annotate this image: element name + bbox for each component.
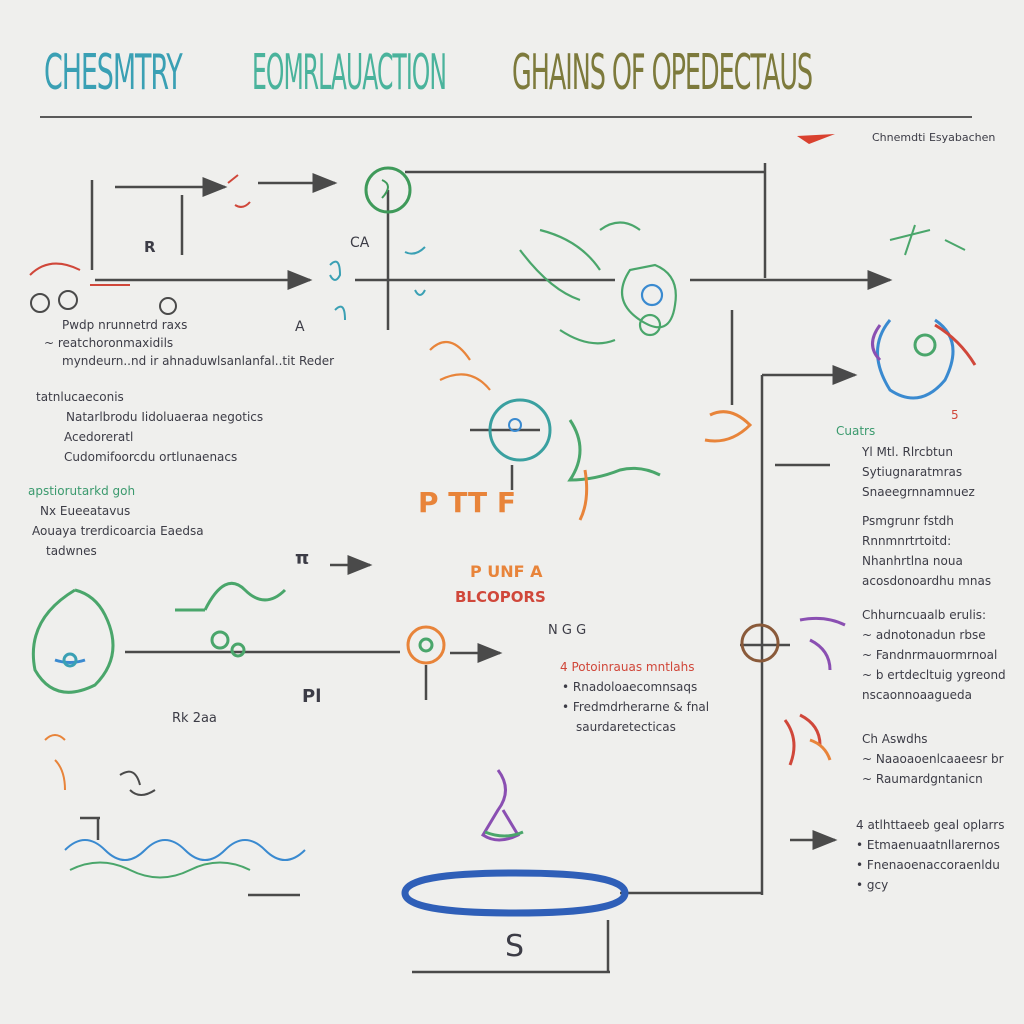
right-note-line: • gcy bbox=[856, 878, 889, 892]
molecule-orange bbox=[704, 410, 753, 443]
left-note-line: Cudomifoorcdu ortlunaenacs bbox=[64, 450, 238, 464]
connector-lines bbox=[80, 163, 893, 974]
right-note-line: Nhanhrtlna noua bbox=[862, 554, 963, 568]
right-note-line: Sytiugnaratmras bbox=[862, 465, 963, 479]
center-bottom-tag: Pl bbox=[302, 686, 322, 707]
title-divider bbox=[40, 116, 972, 118]
right-note-line: • Etmaenuaatnllarernos bbox=[856, 838, 1000, 852]
molecule-red-cluster bbox=[783, 713, 832, 766]
right-notes-block4: Ch Aswdhs ~ Naaoaoenlcaaeesr br ~ Raumar… bbox=[862, 732, 1004, 786]
right-note-line: ~ b ertdecltuig ygreond bbox=[862, 668, 1006, 682]
left-notes-block2: tatnlucaeconis Natarlbrodu Iidoluaeraa n… bbox=[28, 390, 263, 464]
left-note-line: myndeurn..nd ir ahnaduwlsanlanfal..tit R… bbox=[62, 354, 335, 368]
center-notes-block: 4 Potoinrauas mntlahs • Rnadoloaecomnsaq… bbox=[560, 660, 709, 734]
label-ca: CA bbox=[350, 235, 370, 251]
right-note-line: Psmgrunr fstdh bbox=[862, 514, 954, 528]
right-note-line: Ch Aswdhs bbox=[862, 732, 928, 746]
right-note-line: ~ Raumardgntanicn bbox=[862, 772, 983, 786]
molecule-right bbox=[871, 224, 977, 400]
label-a: A bbox=[295, 319, 305, 335]
right-note-line: ~ Naaoaoenlcaaeesr br bbox=[862, 752, 1004, 766]
title-part-b: EOMRLAUACTION bbox=[252, 44, 447, 101]
molecule-cluster-top bbox=[429, 221, 677, 391]
center-note-line: saurdaretecticas bbox=[576, 720, 676, 734]
right-note-line: ~ Fandnrmauormrnoal bbox=[862, 648, 998, 662]
right-note-line: ~ adnotonadun rbse bbox=[862, 628, 986, 642]
left-note-line: Pwdp nrunnetrd raxs bbox=[62, 318, 188, 332]
left-note-line: Aouaya trerdicoarcia Eaedsa bbox=[32, 524, 204, 538]
molecule-flask bbox=[480, 769, 524, 842]
molecule-left bbox=[31, 588, 115, 694]
center-orange-label-1: P TT F bbox=[418, 486, 516, 519]
left-note-line: tadwnes bbox=[46, 544, 97, 558]
right-note-line: acosdonoardhu mnas bbox=[862, 574, 992, 588]
right-notes-block5: 4 atlhttaeeb geal oplarrs • Etmaenuaatnl… bbox=[856, 818, 1004, 892]
title-part-a: CHESMTRY bbox=[44, 44, 183, 101]
left-note-line: ~ reatchoronmaxidils bbox=[44, 336, 174, 350]
apparatus-top-left bbox=[29, 174, 251, 315]
molecule-teal-digits bbox=[329, 246, 426, 321]
left-note-line: Nx Eueeatavus bbox=[40, 504, 131, 518]
right-note-line: Snaeegrnnamnuez bbox=[862, 485, 975, 499]
label-s: S bbox=[505, 929, 525, 964]
right-notes-block3: Chhurncuaalb erulis: ~ adnotonadun rbse … bbox=[862, 608, 1006, 702]
left-note-line: apstiorutarkd goh bbox=[28, 484, 136, 498]
label-pi: π bbox=[295, 548, 310, 569]
right-tag: Cuatrs bbox=[836, 424, 876, 438]
title-part-c: GHAINS OF OPEDECTAUS bbox=[512, 44, 813, 101]
left-note-line: tatnlucaeconis bbox=[36, 390, 124, 404]
molecule-branch-center bbox=[567, 419, 661, 521]
left-notes-block3: apstiorutarkd goh Nx Eueeatavus Aouaya t… bbox=[28, 484, 204, 558]
center-note-line: 4 Potoinrauas mntlahs bbox=[560, 660, 695, 674]
molecule-ring-top bbox=[364, 166, 412, 214]
left-note-line: Acedoreratl bbox=[64, 430, 134, 444]
formula-scribble bbox=[44, 734, 306, 879]
right-note-line: 4 atlhttaeeb geal oplarrs bbox=[856, 818, 1005, 832]
label-5: 5 bbox=[951, 408, 959, 422]
petri-dish bbox=[401, 869, 629, 917]
center-note-line: • Rnadoloaecomnsaqs bbox=[562, 680, 698, 694]
molecule-orange-ring bbox=[406, 625, 446, 665]
right-notes-block1: Yl Mtl. Rlrcbtun Sytiugnaratmras Snaeegr… bbox=[862, 445, 975, 499]
molecule-junction-right bbox=[740, 616, 846, 671]
right-note-line: Yl Mtl. Rlrcbtun bbox=[862, 445, 953, 459]
center-orange-label-3: BLCOPORS bbox=[455, 588, 546, 606]
center-note-line: • Fredmdrherarne & fnal bbox=[562, 700, 710, 714]
right-notes-block2: Psmgrunr fstdh Rnnmnrtrtoitd: Nhanhrtlna… bbox=[862, 514, 991, 588]
left-note-line: Natarlbrodu Iidoluaeraa negotics bbox=[66, 410, 264, 424]
right-note-line: Chhurncuaalb erulis: bbox=[862, 608, 987, 622]
left-notes-block1: Pwdp nrunnetrd raxs ~ reatchoronmaxidils… bbox=[30, 318, 334, 368]
legend-flag-icon bbox=[797, 134, 835, 144]
right-note-line: • Fnenaoenaccoraenldu bbox=[856, 858, 1000, 872]
label-r: R bbox=[144, 238, 156, 256]
center-orange-label-2: P UNF A bbox=[470, 562, 543, 581]
right-note-line: nscaonnoaagueda bbox=[862, 688, 972, 702]
center-bottom-tag-2: Rk 2aa bbox=[172, 711, 217, 726]
right-note-line: Rnnmnrtrtoitd: bbox=[862, 534, 952, 548]
center-small-label: N G G bbox=[548, 623, 587, 638]
legend-label: Chnemdti Esyabachen bbox=[872, 131, 996, 144]
molecule-branch-left bbox=[175, 581, 287, 658]
molecule-ring-center bbox=[488, 398, 552, 462]
